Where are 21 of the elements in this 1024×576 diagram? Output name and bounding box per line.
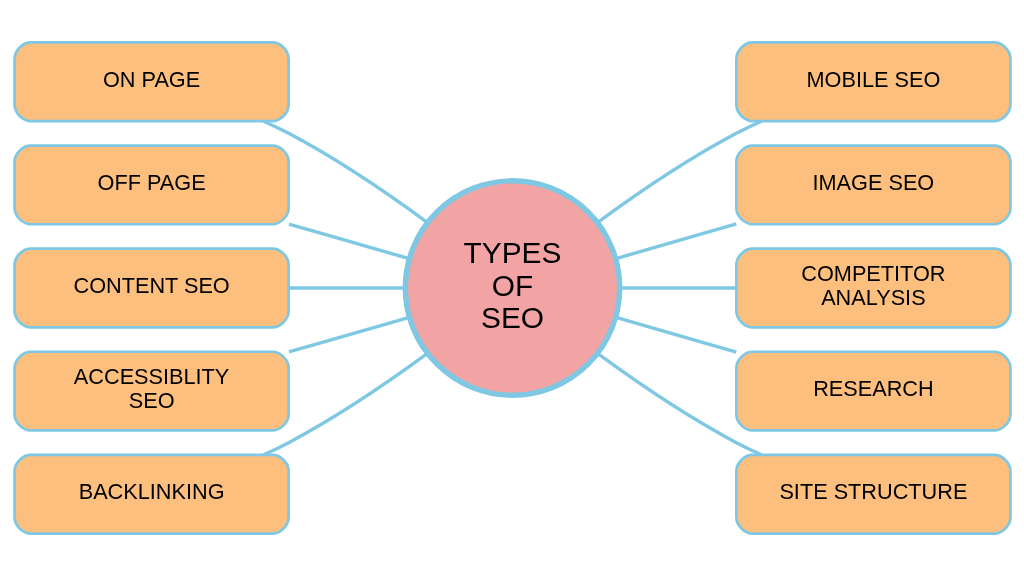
node-box: COMPETITOR ANALYSIS [734,247,1012,329]
node-box: RESEARCH [734,350,1012,432]
node-box: BACKLINKING [12,453,290,535]
connector [287,315,410,354]
connector [596,352,762,457]
node-box: ON PAGE [12,41,290,123]
connector [262,119,428,224]
node-box: SITE STRUCTURE [734,453,1012,535]
connector [619,286,736,290]
node-box: ACCESSIBLITY SEO [12,350,290,432]
node-box: IMAGE SEO [734,144,1012,226]
connector [615,315,737,354]
node-box: OFF PAGE [12,144,290,226]
node-box: CONTENT SEO [12,247,290,329]
node-box: MOBILE SEO [734,41,1012,123]
connector [262,352,428,457]
connector [615,222,737,261]
connector [287,222,410,261]
connector [596,119,762,224]
connector [288,286,405,290]
node-circle: TYPES OF SEO [402,178,622,398]
